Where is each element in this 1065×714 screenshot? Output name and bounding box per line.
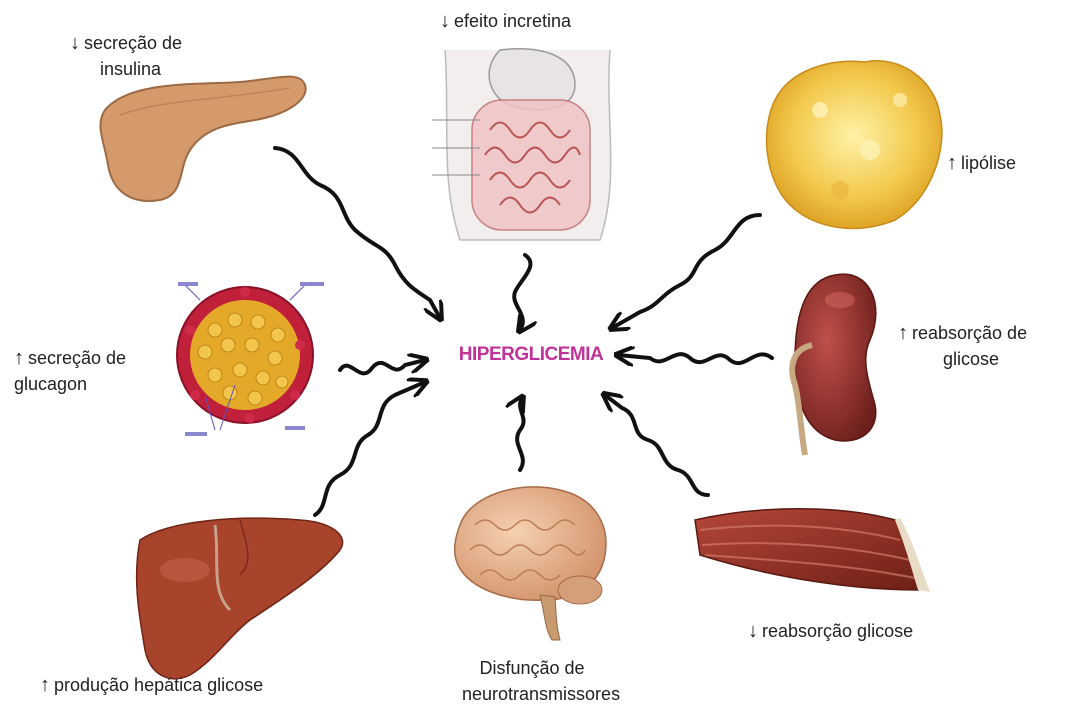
label-line: reabsorção de bbox=[912, 323, 1027, 343]
arrow-from-kidney bbox=[618, 354, 772, 363]
label-incretin-effect: ↓efeito incretina bbox=[440, 8, 571, 34]
arrow-from-muscle bbox=[605, 395, 708, 495]
label-line: lipólise bbox=[961, 153, 1016, 173]
arrow-up-icon: ↑ bbox=[14, 347, 24, 369]
label-insulin-secretion: ↓secreção de insulina bbox=[70, 30, 182, 82]
label-line: glucagon bbox=[14, 374, 87, 394]
label-glucose-reabsorption-muscle: ↓reabsorção glicose bbox=[748, 618, 913, 644]
arrow-down-icon: ↓ bbox=[748, 620, 758, 642]
arrow-from-gut bbox=[514, 255, 530, 330]
arrow-up-icon: ↑ bbox=[947, 152, 957, 174]
label-line: glicose bbox=[943, 349, 999, 369]
arrow-up-icon: ↑ bbox=[898, 322, 908, 344]
label-line: produção hepática glicose bbox=[54, 675, 263, 695]
pancreatic-islet-image bbox=[177, 282, 324, 436]
arrow-up-icon: ↑ bbox=[40, 674, 50, 696]
brain-image bbox=[455, 487, 606, 640]
label-line: secreção de bbox=[84, 33, 182, 53]
label-line: secreção de bbox=[28, 348, 126, 368]
arrow-from-pancreas bbox=[275, 148, 440, 318]
label-hepatic-glucose-production: ↑produção hepática glicose bbox=[40, 672, 263, 698]
arrow-from-liver bbox=[315, 382, 425, 515]
muscle-image bbox=[695, 509, 930, 592]
label-line: Disfunção de bbox=[479, 658, 584, 678]
arrow-from-fat bbox=[612, 215, 760, 328]
liver-image bbox=[137, 518, 343, 679]
label-line: efeito incretina bbox=[454, 11, 571, 31]
label-line: insulina bbox=[100, 59, 161, 79]
gut-image bbox=[432, 49, 611, 240]
hyperglycemia-title: HIPERGLICEMIA bbox=[446, 344, 616, 366]
arrow-down-icon: ↓ bbox=[70, 32, 80, 54]
label-line: reabsorção glicose bbox=[762, 621, 913, 641]
kidney-image bbox=[792, 274, 875, 455]
label-lipolysis: ↑lipólise bbox=[947, 150, 1016, 176]
arrow-from-islet bbox=[340, 360, 425, 373]
label-glucagon-secretion: ↑secreção de glucagon bbox=[14, 345, 126, 397]
arrow-down-icon: ↓ bbox=[440, 10, 450, 32]
adipose-tissue-image bbox=[767, 61, 942, 229]
pancreas-image bbox=[100, 77, 305, 201]
label-glucose-reabsorption-kidney: ↑reabsorção de glicose bbox=[898, 320, 1027, 372]
arrow-from-brain bbox=[517, 398, 523, 470]
label-neurotransmitter-dysfunction: Disfunção de neurotransmissores bbox=[462, 655, 602, 707]
label-line: neurotransmissores bbox=[462, 684, 620, 704]
